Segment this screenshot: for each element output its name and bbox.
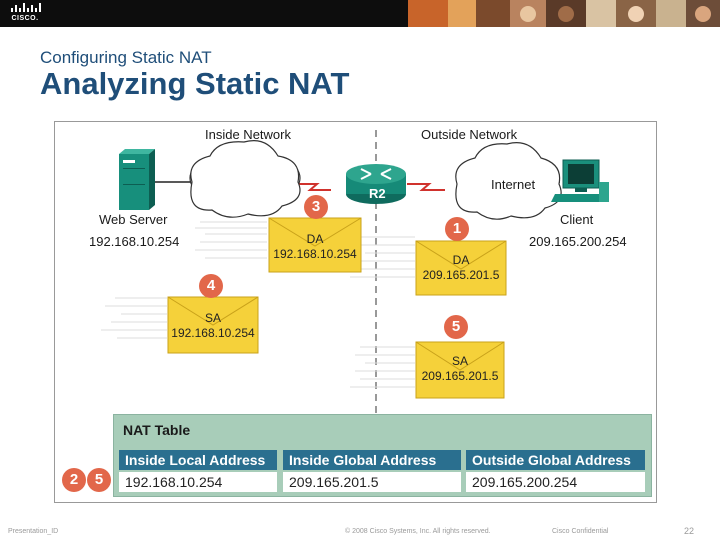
nat-table-title: NAT Table <box>123 422 191 438</box>
step-4-badge: 4 <box>199 274 223 298</box>
packet-3-text: DA 192.168.10.254 <box>269 232 361 262</box>
table-step-5-badge: 5 <box>87 468 111 492</box>
motion-streaks <box>101 221 415 388</box>
nat-value-inside-local: 192.168.10.254 <box>119 472 277 492</box>
logo-text: CISCO. <box>11 15 39 22</box>
packet-5-text: SA 209.165.201.5 <box>416 354 504 384</box>
slide-title: Analyzing Static NAT <box>40 66 350 101</box>
packet-5-field: SA <box>451 354 468 368</box>
table-step-2-badge: 2 <box>62 468 86 492</box>
client-label: Client <box>560 212 594 227</box>
packet-4-text: SA 192.168.10.254 <box>168 311 258 341</box>
header-banner: CISCO. <box>0 0 720 27</box>
packet-1-text: DA 209.165.201.5 <box>416 253 506 283</box>
internet-cloud-icon <box>455 142 562 220</box>
network-diagram <box>101 130 609 422</box>
packet-envelope-3-icon <box>268 217 362 273</box>
packet-3-address: 192.168.10.254 <box>273 247 357 261</box>
nat-header-outside-global: Outside Global Address <box>466 450 645 470</box>
packet-envelope-4-icon <box>167 296 259 354</box>
footer-page-number: 22 <box>684 526 695 536</box>
people-photos-icon <box>408 0 720 27</box>
web-server-label: Web Server <box>99 212 168 227</box>
client-ip: 209.165.200.254 <box>529 234 627 249</box>
photo-strip <box>408 0 720 27</box>
client-pc-icon <box>551 159 609 202</box>
packet-4-address: 192.168.10.254 <box>171 326 255 340</box>
footer-copyright: © 2008 Cisco Systems, Inc. All rights re… <box>345 528 491 535</box>
packet-5-address: 209.165.201.5 <box>421 369 499 383</box>
inside-network-label: Inside Network <box>205 127 291 142</box>
packet-envelope-1-icon <box>415 240 507 296</box>
packet-1-address: 209.165.201.5 <box>422 268 500 282</box>
web-server-icon <box>119 149 155 210</box>
footer-confidential: Cisco Confidential <box>552 528 609 535</box>
nat-value-inside-global: 209.165.201.5 <box>283 472 461 492</box>
outside-network-label: Outside Network <box>421 127 518 142</box>
step-5-badge: 5 <box>444 315 468 339</box>
cisco-bars-icon <box>11 3 41 12</box>
packet-1-field: DA <box>452 253 470 267</box>
slide-subtitle: Configuring Static NAT <box>40 48 212 67</box>
web-server-ip: 192.168.10.254 <box>89 234 180 249</box>
nat-header-inside-local: Inside Local Address <box>119 450 277 470</box>
cisco-logo: CISCO. <box>8 3 42 25</box>
step-3-badge: 3 <box>304 195 328 219</box>
serial-link-right <box>407 183 445 191</box>
packet-envelope-5-icon <box>415 341 505 399</box>
serial-link-left <box>295 183 331 191</box>
router-icon <box>346 164 406 204</box>
internet-label: Internet <box>491 177 536 192</box>
packet-3-field: DA <box>306 232 324 246</box>
nat-value-outside-global: 209.165.200.254 <box>466 472 645 492</box>
step-1-badge: 1 <box>445 217 469 241</box>
nat-header-inside-global: Inside Global Address <box>283 450 461 470</box>
nat-table: NAT Table Inside Local Address Inside Gl… <box>113 414 652 497</box>
footer-presentation-id: Presentation_ID <box>8 528 59 535</box>
packet-4-field: SA <box>204 311 221 325</box>
router-label: R2 <box>369 186 386 201</box>
